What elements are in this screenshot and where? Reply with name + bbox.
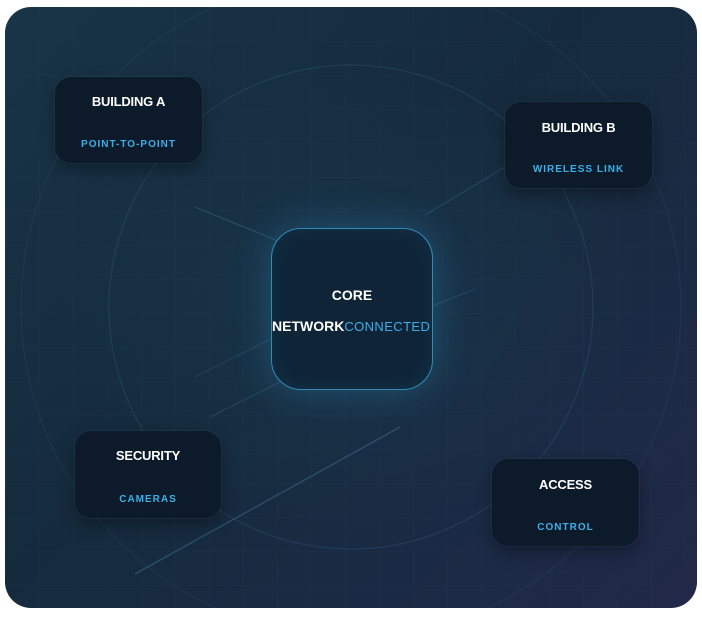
connector-building-b: [424, 166, 506, 216]
node-building-a: BUILDING A POINT-TO-POINT: [55, 77, 202, 163]
core-status: CONNECTED: [344, 319, 431, 334]
node-subtitle: POINT-TO-POINT: [81, 139, 176, 150]
core-network-label: NETWORK: [272, 318, 345, 334]
node-access: ACCESS CONTROL: [492, 459, 639, 546]
outer-ring: [20, 7, 682, 608]
connector-left-2: [209, 381, 281, 418]
node-title: BUILDING A: [91, 94, 166, 109]
network-diagram-panel: CORE NETWORKCONNECTED BUILDING A POINT-T…: [5, 7, 697, 608]
node-security: SECURITY CAMERAS: [75, 431, 221, 518]
core-title: CORE: [331, 287, 373, 303]
connector-left-1: [194, 336, 276, 378]
connector-security: [134, 426, 401, 575]
middle-ring: [108, 64, 594, 550]
node-title: SECURITY: [115, 448, 181, 463]
node-subtitle: CONTROL: [537, 522, 594, 533]
node-building-b: BUILDING B WIRELESS LINK: [505, 102, 652, 188]
core-subtitle: NETWORKCONNECTED: [272, 318, 430, 334]
node-subtitle: CAMERAS: [119, 494, 177, 505]
connector-right: [429, 288, 476, 308]
node-subtitle: WIRELESS LINK: [532, 164, 625, 175]
node-title: ACCESS: [539, 477, 592, 492]
node-title: BUILDING B: [541, 120, 616, 135]
core-network-node: CORE NETWORKCONNECTED: [271, 228, 433, 390]
